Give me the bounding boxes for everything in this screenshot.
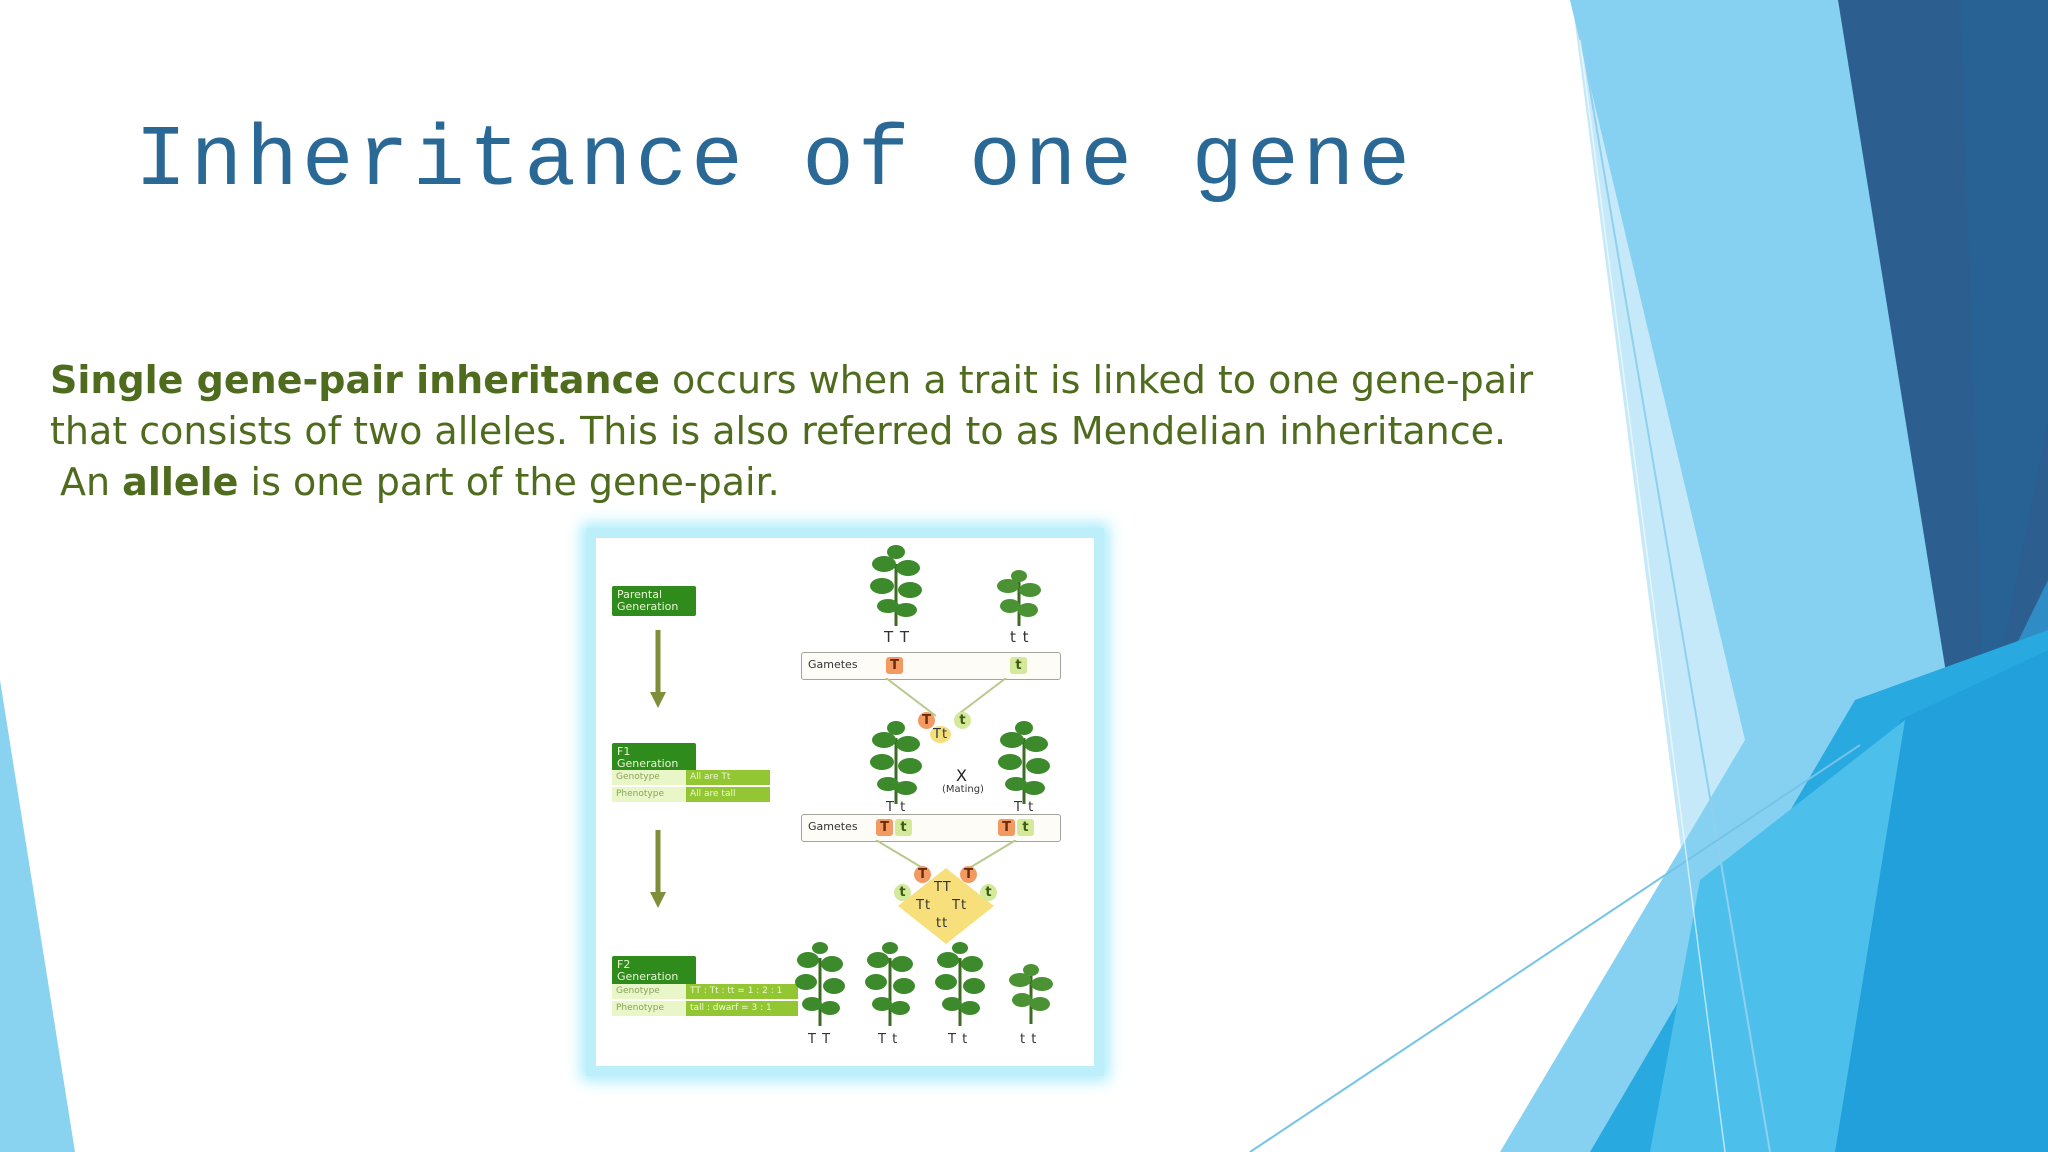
body-line-1-rest: occurs when a trait is linked to one gen… [659,358,1534,402]
f1-genotype-2: T t [1014,800,1035,815]
punnett-allele-T-right: T [960,866,977,883]
slide-body-text: Single gene-pair inheritance occurs when… [50,355,1590,508]
down-arrow-2-icon [648,830,668,914]
punnett-cell-tt: tt [936,916,949,931]
thin-accent-line-2 [1249,744,1861,1152]
f2-genotype-3: T t [948,1032,969,1047]
pea-plant-dwarf-icon [994,568,1044,630]
body-line-3-pre: An [60,460,123,504]
left-light-triangle [0,680,75,1152]
gamete2-allele-t-right: t [1017,819,1034,836]
f1-genotype-1: T t [886,800,907,815]
f1-genotype-value: All are Tt [686,770,770,785]
term-single-gene-pair: Single gene-pair inheritance [50,358,660,402]
gamete2-allele-T-left: T [876,819,893,836]
punnett-allele-T-left: T [914,866,931,883]
gamete-allele-T: T [886,657,903,674]
gametes-label-2: Gametes [808,820,858,833]
gamete-allele-t: t [1010,657,1027,674]
gametes-box-2: Gametes T t T t [801,814,1061,842]
body-line-3: An allele is one part of the gene-pair. [50,457,1590,508]
punnett-allele-t-right: t [980,884,997,901]
pea-plant-f1-icon-2 [994,720,1054,808]
down-arrow-1-icon [648,630,668,714]
pea-plant-icon [866,544,926,630]
gametes-box-1: Gametes T t [801,652,1061,680]
fertilization-lines-2 [875,840,1017,871]
f1-table: Genotype All are Tt Phenotype All are ta… [612,770,770,802]
f2-table: Genotype TT : Tt : tt = 1 : 2 : 1 Phenot… [612,984,798,1016]
slide-title: Inheritance of one gene [135,112,1414,210]
right-darkest-blue-shape [1960,0,2048,740]
f2-phenotype-value: tall : dwarf = 3 : 1 [686,1001,798,1016]
body-line-3-rest: is one part of the gene-pair. [238,460,780,504]
term-allele: allele [122,460,239,504]
punnett-cell-Tt-2: Tt [952,898,968,913]
f1-phenotype-value: All are tall [686,787,770,802]
pea-plant-f1-icon [866,720,926,808]
punnett-allele-t-left: t [894,884,911,901]
f2-genotype-2: T t [878,1032,899,1047]
pea-plant-f2-1-icon [792,942,848,1030]
mating-label: (Mating) [942,784,984,795]
parent-genotype-1: T T [884,628,911,646]
f2-generation-label: F2 Generation [612,956,696,986]
f2-genotype-4: t t [1020,1032,1038,1047]
pea-plant-f2-3-icon [932,942,988,1030]
f1-genotype-key: Genotype [612,770,686,785]
f1-generation-label: F1 Generation [612,743,696,773]
parental-generation-label: Parental Generation [612,586,696,616]
right-sky-blue-wedge [1650,720,1905,1152]
cross-allele-t: t [954,712,971,729]
punnett-diamond: T T t t TT Tt Tt tt [894,866,997,946]
punnett-cell-TT: TT [934,880,952,895]
fertilization-lines-1 [885,678,1007,717]
pea-plant-f2-2-icon [862,942,918,1030]
mating-symbol: X [956,766,967,785]
gamete2-allele-T-right: T [998,819,1015,836]
thin-accent-line-1 [1579,29,1771,1152]
body-line-1: Single gene-pair inheritance occurs when… [50,355,1590,406]
f2-genotype-1: T T [808,1032,832,1047]
f2-genotype-value: TT : Tt : tt = 1 : 2 : 1 [686,984,798,999]
gametes-label-1: Gametes [808,658,858,671]
mendelian-inheritance-figure: Parental Generation F1 Generation Genoty… [586,528,1104,1076]
gamete2-allele-t-left: t [895,819,912,836]
pea-plant-f2-dwarf-icon [1006,962,1056,1028]
punnett-cell-Tt-1: Tt [916,898,932,913]
f1-phenotype-key: Phenotype [612,787,686,802]
body-line-2: that consists of two alleles. This is al… [50,409,1507,453]
cross-allele-T: T [918,712,935,729]
parent-genotype-2: t t [1010,628,1030,646]
cross-f1-genotype: Tt [930,726,952,743]
f2-phenotype-key: Phenotype [612,1001,686,1016]
thin-accent-line-3 [1579,39,1726,1152]
f2-genotype-key: Genotype [612,984,686,999]
